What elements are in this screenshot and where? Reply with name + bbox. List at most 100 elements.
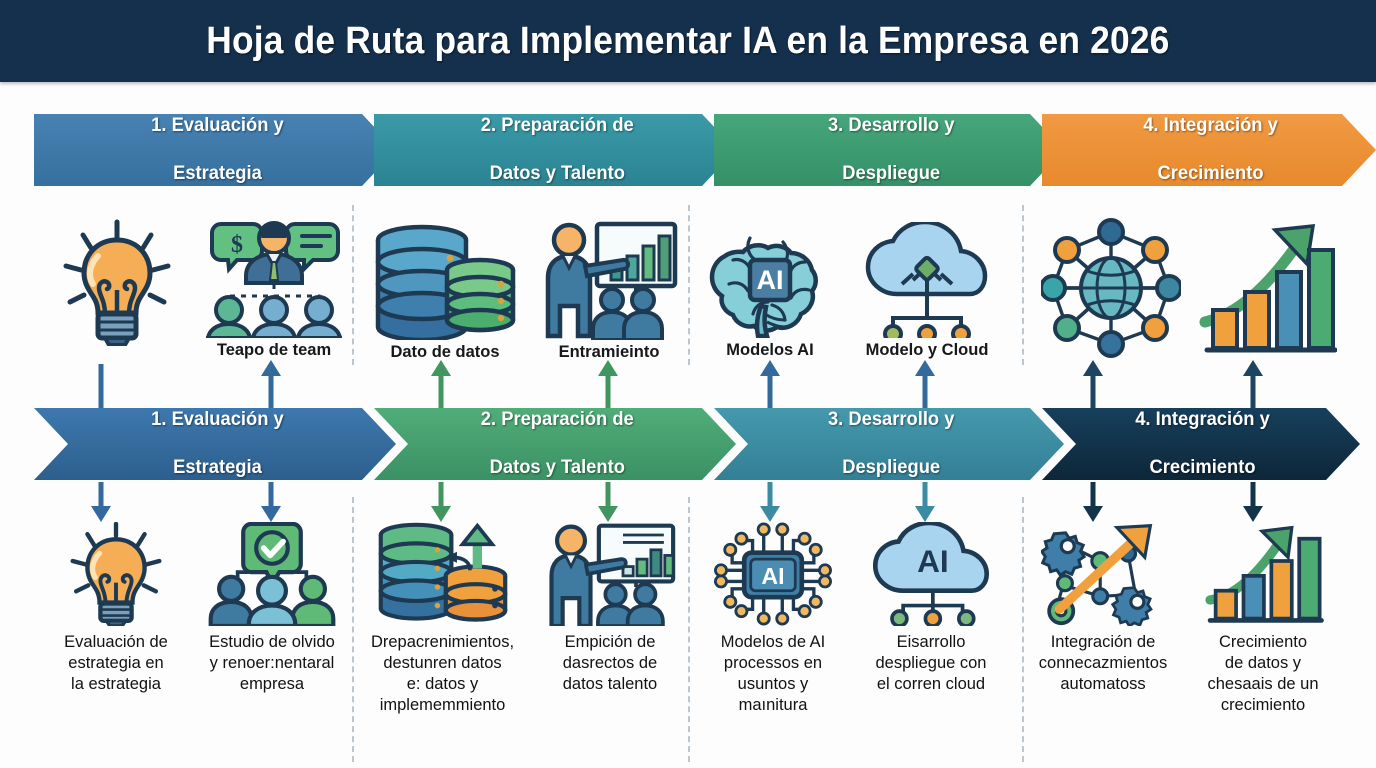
phase-banner-1[interactable]: 1. Evaluación y Estrategia	[34, 114, 396, 186]
caption-line: Eisarrollo	[896, 633, 966, 651]
caption-line: Crecimiento	[1218, 633, 1308, 651]
icon-cell-top-5-label: Modelos AI	[726, 341, 814, 359]
phase-banner-b1-line2: Estrategia	[172, 455, 262, 478]
cloud-upload-icon	[857, 222, 997, 338]
column-divider-2	[688, 205, 690, 365]
icon-cell-top-4: Entramieinto	[534, 218, 684, 361]
caption-line: Empición de	[564, 633, 656, 651]
caption-line: automatoss	[1060, 675, 1146, 694]
icon-cell-top-6: Modelo y Cloud	[852, 222, 1002, 359]
phase-banner-row-bottom: 1. Evaluación y Estrategia 2. Preparació…	[0, 408, 1376, 480]
caption-line: empresa	[239, 675, 305, 694]
presenter-chart-icon	[539, 218, 679, 340]
phase-banner-2[interactable]: 2. Preparación de Datos y Talento	[374, 114, 736, 186]
caption-line: usuntos y	[737, 675, 809, 694]
phase-banner-b2[interactable]: 2. Preparación de Datos y Talento	[374, 408, 736, 480]
phase-banner-3[interactable]: 3. Desarrollo y Despliegue	[714, 114, 1064, 186]
caption-line: connecazmientos	[1038, 654, 1168, 673]
database-stack-icon	[370, 222, 520, 340]
caption-line: el corren cloud	[876, 675, 986, 694]
column-divider-3	[1022, 205, 1024, 365]
caption-line: Evaluación de	[64, 633, 168, 651]
caption-line: datos talento	[562, 675, 658, 694]
column-divider-6	[1022, 497, 1024, 762]
icon-cell-bottom-7-caption: Integración de connecazmientos automatos…	[1039, 632, 1167, 695]
icon-cell-bottom-3-caption: Drepacrenimientos, destunren datos e: da…	[371, 632, 514, 716]
caption-line: de datos y	[1224, 654, 1302, 673]
caption-line: la estrategia	[71, 675, 161, 694]
lightbulb-icon	[57, 218, 177, 346]
icon-cell-bottom-8-caption: Crecimiento de datos y chesaais de un cr…	[1208, 632, 1319, 716]
phase-banner-b3[interactable]: 3. Desarrollo y Despliegue	[714, 408, 1064, 480]
caption-line: maınitura	[738, 696, 808, 715]
svg-text:AI: AI	[917, 543, 949, 579]
phase-banner-4-line2: Crecimiento	[1157, 161, 1265, 184]
growth-bar-arrow-icon	[1201, 522, 1325, 626]
page-title-bar: Hoja de Ruta para Implementar IA en la E…	[0, 0, 1376, 82]
caption-line: implememmiento	[379, 696, 506, 715]
column-divider-5	[688, 497, 690, 762]
phase-banner-b4-line1: 4. Integración y	[1135, 408, 1271, 431]
icon-cell-top-7	[1036, 218, 1186, 362]
icon-cell-bottom-5-caption: Modelos de AI processos en usuntos y maı…	[721, 632, 826, 716]
caption-line: y renoer:nentaral	[209, 654, 335, 673]
ai-cloud-icon: AI	[866, 522, 996, 626]
caption-line: chesaais de un	[1207, 675, 1319, 694]
team-approved-icon	[206, 522, 338, 626]
icon-cell-top-5: AI Modelos AI	[700, 222, 840, 359]
page-title: Hoja de Ruta para Implementar IA en la E…	[206, 19, 1170, 62]
presenter-chart-icon	[544, 522, 676, 626]
caption-line: estrategia en	[68, 654, 164, 673]
caption-line: crecimiento	[1220, 696, 1306, 715]
caption-line: destunren datos	[383, 654, 502, 673]
icon-cell-top-4-label: Entramieinto	[558, 343, 660, 361]
phase-banner-1-line1: 1. Evaluación y	[150, 114, 284, 137]
svg-text:$: $	[231, 232, 243, 258]
ai-chip-circuit-icon: AI	[714, 522, 832, 626]
column-divider-1	[352, 205, 354, 365]
phase-banner-1-line2: Estrategia	[172, 161, 262, 184]
column-divider-4	[352, 497, 354, 762]
icon-cell-bottom-1: Evaluación de estrategia en la estrategi…	[46, 522, 186, 695]
phase-banner-b4[interactable]: 4. Integración y Crecimiento	[1042, 408, 1360, 480]
team-org-chart-icon: $	[199, 218, 349, 338]
caption-line: Drepacrenimientos,	[370, 633, 515, 651]
icon-cell-bottom-8: Crecimiento de datos y chesaais de un cr…	[1188, 522, 1338, 716]
icon-cell-bottom-5: AI Modelos de AI processos en usuntos y …	[700, 522, 846, 716]
caption-line: Estudio de olvido	[209, 633, 335, 651]
gears-network-arrow-icon	[1041, 522, 1165, 626]
connector-arrows-up	[98, 360, 1263, 414]
phase-banner-b1-line1: 1. Evaluación y	[150, 408, 284, 431]
icon-cell-bottom-1-caption: Evaluación de estrategia en la estrategi…	[64, 632, 168, 695]
phase-banner-b3-line1: 3. Desarrollo y	[827, 408, 955, 431]
icon-cell-bottom-3: Drepacrenimientos, destunren datos e: da…	[360, 522, 525, 716]
icon-cell-bottom-4: Empición de dasrectos de datos talento	[536, 522, 684, 695]
brain-ai-chip-icon: AI	[705, 222, 835, 338]
svg-text:AI: AI	[761, 563, 784, 589]
icon-cell-bottom-6: AI Eisarrollo despliegue con el corren c…	[856, 522, 1006, 695]
icon-cell-bottom-2: Estudio de olvido y renoer:nentaral empr…	[196, 522, 348, 695]
phase-banner-4[interactable]: 4. Integración y Crecimiento	[1042, 114, 1376, 186]
phase-banner-row-top: 1. Evaluación y Estrategia 2. Preparació…	[0, 114, 1376, 186]
icon-cell-top-1	[42, 218, 192, 350]
icon-cell-top-2-label: Teapo de team	[216, 341, 332, 359]
phase-banner-b4-line2: Crecimiento	[1149, 455, 1257, 478]
phase-banner-b3-line2: Despliegue	[842, 455, 940, 478]
database-transfer-icon	[373, 522, 513, 626]
caption-line: Integración de	[1050, 633, 1156, 651]
icon-cell-bottom-4-caption: Empición de dasrectos de datos talento	[563, 632, 658, 695]
caption-line: Modelos de AI	[720, 633, 826, 651]
icon-cell-top-6-label: Modelo y Cloud	[865, 341, 989, 359]
network-globe-icon	[1041, 218, 1181, 358]
connector-arrows-down	[91, 482, 1263, 522]
phase-banner-2-line2: Datos y Talento	[489, 161, 625, 184]
growth-bar-arrow-icon	[1197, 218, 1337, 358]
lightbulb-icon	[63, 522, 169, 626]
phase-banner-2-line1: 2. Preparación de	[480, 114, 634, 137]
icon-cell-top-3: Dato de datos	[366, 222, 524, 361]
icon-cell-bottom-6-caption: Eisarrollo despliegue con el corren clou…	[875, 632, 986, 695]
phase-banner-3-line1: 3. Desarrollo y	[827, 114, 955, 137]
caption-line: processos en	[723, 654, 823, 673]
phase-banner-b1[interactable]: 1. Evaluación y Estrategia	[34, 408, 396, 480]
